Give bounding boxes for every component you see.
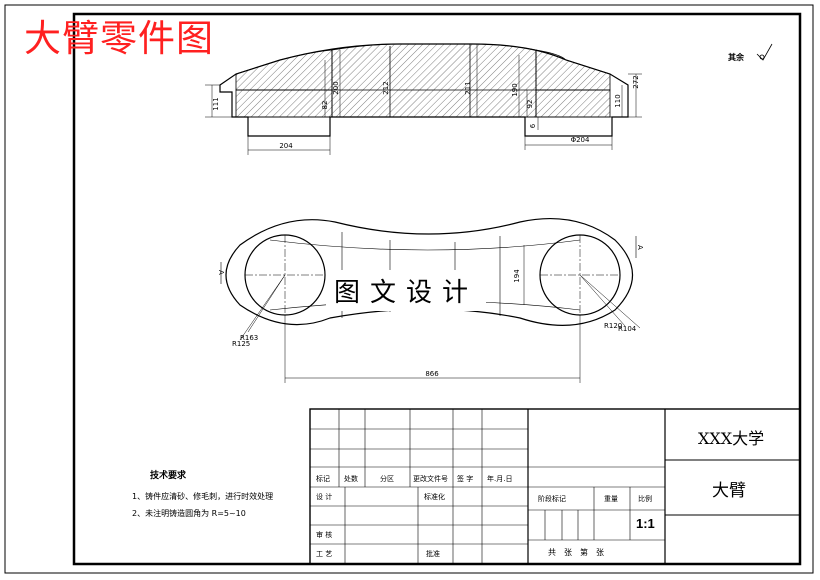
label-date: 年.月.日	[487, 475, 513, 483]
front-view-dimensions: 111 82 200 212 211 190 92 6 110 272 204 …	[212, 75, 640, 150]
dim-r104: R104	[618, 325, 637, 333]
corner-marks	[4, 4, 24, 24]
dim-866: 866	[425, 370, 439, 378]
hatch-left-web	[235, 49, 333, 91]
part-name: 大臂	[712, 481, 746, 501]
label-design: 设 计	[316, 493, 333, 501]
title-block-grid	[309, 408, 801, 565]
label-mark: 标记	[316, 475, 330, 483]
dim-212: 212	[382, 81, 390, 94]
label-standardize: 标准化	[424, 493, 445, 501]
label-scale: 比例	[638, 495, 652, 503]
tech-req-title: 技术要求	[150, 471, 187, 481]
label-review: 审 核	[316, 531, 333, 539]
university-name: XXX大学	[698, 429, 765, 448]
surface-finish-note: 其余	[728, 53, 744, 62]
label-change-doc: 更改文件号	[413, 475, 448, 483]
tech-req-item-1: 1、铸件应清砂、修毛刺，进行时效处理	[132, 492, 274, 501]
tech-req-item-2: 2、未注明铸造圆角为 R=5~10	[132, 509, 246, 518]
dim-272: 272	[632, 75, 640, 88]
dim-phi204: Φ204	[571, 136, 590, 144]
label-approve: 批准	[426, 550, 440, 558]
hatch-left-hub	[235, 89, 333, 118]
dim-200: 200	[332, 81, 340, 94]
dim-92: 92	[526, 100, 534, 109]
surface-finish-symbol	[756, 43, 773, 61]
label-zone: 分区	[380, 475, 394, 483]
label-process: 工 艺	[316, 550, 333, 558]
label-sheets: 共 张 第 张	[548, 548, 604, 557]
dim-82: 82	[321, 101, 329, 110]
drawing-title-overlay: 大臂零件图	[24, 17, 214, 60]
dim-190: 190	[511, 83, 519, 96]
top-view-dimensions: 194 866 R163 R125 R120 R104 A A	[217, 245, 644, 378]
view-label-a-right: A	[636, 245, 644, 250]
dim-111: 111	[212, 97, 220, 110]
hatch-center-rib	[331, 43, 537, 118]
label-count: 处数	[344, 475, 358, 483]
dim-204: 204	[279, 142, 293, 150]
front-section-view	[205, 43, 642, 155]
dim-r163: R163	[240, 334, 258, 342]
label-weight: 重量	[604, 495, 618, 503]
outer-frame	[4, 4, 814, 574]
dim-6: 6	[529, 123, 537, 128]
watermark-text: 图文设计	[326, 270, 487, 311]
dim-r120: R120	[604, 322, 622, 330]
view-label-a-left: A	[217, 270, 225, 275]
hatch-right-hub	[535, 89, 611, 118]
dim-110: 110	[614, 94, 622, 107]
dim-211: 211	[464, 81, 472, 94]
label-signature: 签 字	[457, 475, 474, 483]
technical-requirements: 技术要求 1、铸件应清砂、修毛刺，进行时效处理 2、未注明铸造圆角为 R=5~1…	[132, 468, 273, 525]
dim-194: 194	[513, 269, 521, 283]
dim-r125: R125	[232, 340, 250, 348]
hatch-right-web	[535, 49, 611, 91]
scale-value: 1:1	[636, 516, 655, 531]
label-stage-mark: 阶段标记	[538, 495, 566, 503]
